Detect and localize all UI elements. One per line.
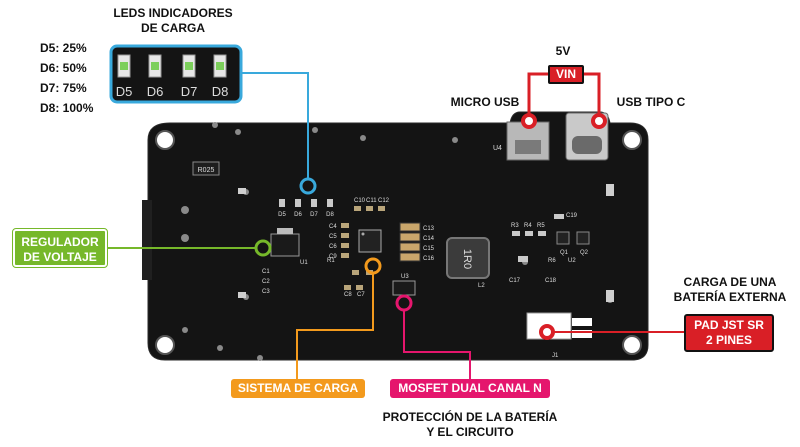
resistor-label: R1: [327, 258, 335, 264]
shunt-resistor: [192, 161, 220, 176]
cap-label: C11: [366, 198, 377, 204]
led-leader-line: [241, 72, 309, 180]
r-pads: [512, 231, 546, 236]
cap-label: C14: [423, 236, 435, 242]
cap-label: C16: [423, 256, 435, 262]
cap-label: C15: [423, 246, 435, 252]
cap-label: C6: [329, 244, 337, 250]
board-led-ref: D7: [310, 212, 318, 218]
cap-label: C2: [262, 279, 270, 285]
mosfet-marker: [395, 294, 413, 312]
mounting-hole: [622, 130, 642, 150]
led-box-label: D5: [116, 84, 133, 99]
pcb-edge-connector: [142, 200, 152, 280]
cap-label: C8: [344, 292, 352, 298]
mounting-hole: [155, 335, 175, 355]
board-led-ref: D6: [294, 212, 302, 218]
board-led-ref: D8: [326, 212, 334, 218]
mounting-hole: [622, 335, 642, 355]
u1-label: U1: [300, 260, 308, 266]
jst-marker: [539, 324, 555, 340]
jst-pad-line: 2 PINES: [705, 333, 753, 347]
left-caps: [341, 223, 349, 258]
charging-ic: [358, 229, 382, 253]
charging-marker: [364, 257, 382, 275]
pcb-board: [147, 111, 649, 361]
transistor-label: Q2: [580, 250, 589, 256]
cap-label: C7: [357, 292, 365, 298]
leds-title-line: LEDS INDICADORES: [113, 6, 233, 20]
cap-label: C5: [329, 234, 337, 240]
j1-label: J1: [552, 353, 559, 359]
regulator-line: DE VOLTAJE: [23, 250, 97, 264]
led-box-label: D8: [212, 84, 229, 99]
usb-c-label: USB TIPO C: [616, 95, 686, 109]
voltage-label: 5V: [555, 44, 571, 58]
cap-label: C3: [262, 289, 270, 295]
external-battery-line: BATERÍA EXTERNA: [673, 290, 787, 304]
regulator-marker: [254, 239, 272, 257]
protection-line: PROTECCIÓN DE LA BATERÍA: [382, 410, 558, 424]
micro-usb-marker: [521, 113, 537, 129]
inductor-code: 1R0: [461, 249, 473, 269]
top-caps: [354, 206, 385, 211]
resistor-label: R5: [537, 223, 545, 229]
led-box-label: D6: [147, 84, 164, 99]
resistor-label: R4: [524, 223, 532, 229]
right-caps: [399, 222, 421, 262]
led-level: D6: 50%: [40, 61, 87, 75]
led-box-label: D7: [181, 84, 198, 99]
mosfet-tag: MOSFET DUAL CANAL N: [390, 379, 550, 398]
leds-title: LEDS INDICADORES DE CARGA: [98, 6, 248, 36]
cap-label: C10: [354, 198, 366, 204]
inductor: [446, 237, 490, 279]
cap-label: C18: [545, 278, 557, 284]
mosfet-leader-line: [403, 310, 471, 380]
protection-line: Y EL CIRCUITO: [426, 425, 514, 439]
cap-label: C4: [329, 224, 337, 230]
transistor: [576, 231, 590, 245]
cap-label: C17: [509, 278, 521, 284]
led-level: D7: 75%: [40, 81, 87, 95]
charging-system-tag: SISTEMA DE CARGA: [231, 379, 365, 398]
external-battery-line: CARGA DE UNA: [683, 275, 777, 289]
regulator-chip: [270, 233, 300, 257]
led-callout-icons: [117, 54, 227, 78]
u2-label: U2: [568, 258, 576, 264]
led-level: D8: 100%: [40, 101, 94, 115]
shunt-resistor-code: R025: [198, 167, 215, 174]
usb-c-marker: [591, 113, 607, 129]
resistor-label: R6: [548, 258, 556, 264]
cap-label: C12: [378, 198, 390, 204]
board-led-ref: D5: [278, 212, 286, 218]
leds-title-line: DE CARGA: [140, 21, 205, 35]
regulator-line: REGULADOR: [21, 235, 99, 249]
u4-label: U4: [493, 145, 502, 152]
transistor: [556, 231, 570, 245]
external-battery-label: CARGA DE UNA BATERÍA EXTERNA: [660, 275, 800, 305]
jst-pad-tag: PAD JST SR 2 PINES: [684, 314, 774, 352]
mosfet-chip: [392, 280, 416, 296]
protection-label: PROTECCIÓN DE LA BATERÍA Y EL CIRCUITO: [360, 410, 580, 440]
micro-usb-label: MICRO USB: [450, 95, 520, 109]
cap-label: C1: [262, 269, 270, 275]
led-level: D5: 25%: [40, 41, 87, 55]
resistor-label: R3: [511, 223, 519, 229]
jst-pad-line: PAD JST SR: [694, 318, 764, 332]
mounting-hole: [155, 130, 175, 150]
charging-leader-line: [296, 273, 374, 380]
led-levels: D5: 25% D6: 50% D7: 75% D8: 100%: [40, 38, 93, 118]
cap-label: C13: [423, 226, 435, 232]
l2-label: L2: [478, 283, 485, 289]
u3-label: U3: [401, 274, 409, 280]
cap-label: C9: [329, 254, 337, 260]
vin-tag: VIN: [548, 65, 584, 84]
board-leds: [279, 199, 333, 207]
regulator-tag: REGULADOR DE VOLTAJE: [12, 228, 108, 268]
cap-label: C19: [566, 213, 578, 219]
led-leader-marker: [299, 177, 317, 195]
transistor-label: Q1: [560, 250, 569, 256]
